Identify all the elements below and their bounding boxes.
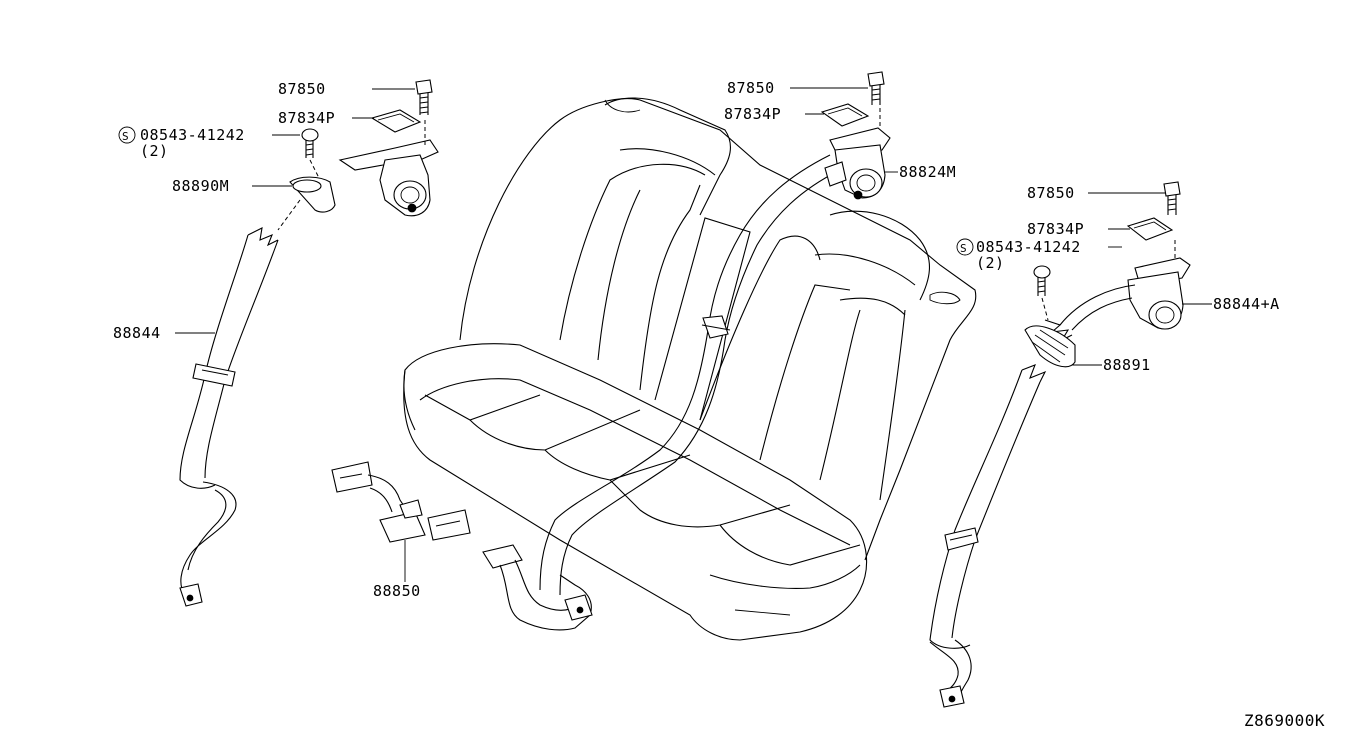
label-87834p-left: 87834P: [278, 109, 335, 127]
standard-part-symbol-icon: [118, 126, 136, 144]
screw-icon: [301, 128, 321, 181]
bolt-icon: [1163, 181, 1181, 215]
label-08543-41242-left: 08543-41242: [140, 126, 245, 144]
label-88891: 88891: [1103, 356, 1151, 374]
center-retractor-assembly: [824, 108, 891, 200]
leader-lines: [175, 87, 1212, 582]
guide-icon: [277, 176, 336, 231]
cover-icon: [1126, 217, 1174, 241]
label-87850-center: 87850: [727, 79, 775, 97]
label-08543-41242-right: 08543-41242: [976, 238, 1081, 256]
label-87834p-center: 87834P: [724, 105, 781, 123]
guide-icon: [1024, 325, 1076, 368]
center-belt-webbing: [539, 154, 841, 596]
right-belt-webbing: [929, 364, 1047, 708]
left-retractor-assembly: [338, 120, 439, 217]
buckle-assembly: [331, 461, 471, 543]
diagram-code: Z869000K: [1244, 711, 1325, 730]
cover-icon: [820, 103, 870, 127]
center-buckle-assembly: [482, 544, 593, 631]
label-88850: 88850: [373, 582, 421, 600]
label-88844: 88844: [113, 324, 161, 342]
label-88844a: 88844+A: [1213, 295, 1280, 313]
label-88824m: 88824M: [899, 163, 956, 181]
standard-part-symbol-icon: [956, 238, 974, 256]
label-87850-left: 87850: [278, 80, 326, 98]
bolt-icon: [867, 71, 885, 105]
label-qty-right: (2): [976, 254, 1005, 272]
label-87834p-right: 87834P: [1027, 220, 1084, 238]
screw-icon: [1033, 265, 1051, 321]
bolt-icon: [415, 79, 433, 115]
standard-symbol-right: S: [960, 242, 967, 255]
right-retractor-assembly: [1044, 240, 1191, 342]
left-belt-webbing: [179, 227, 279, 607]
part-labels: 87850 87834P S 08543-41242 (2) 88890M 88…: [113, 79, 1325, 730]
label-qty-left: (2): [140, 142, 169, 160]
cover-icon: [370, 109, 422, 133]
label-88890m: 88890M: [172, 177, 229, 195]
standard-symbol-left: S: [122, 130, 129, 143]
label-87850-right: 87850: [1027, 184, 1075, 202]
